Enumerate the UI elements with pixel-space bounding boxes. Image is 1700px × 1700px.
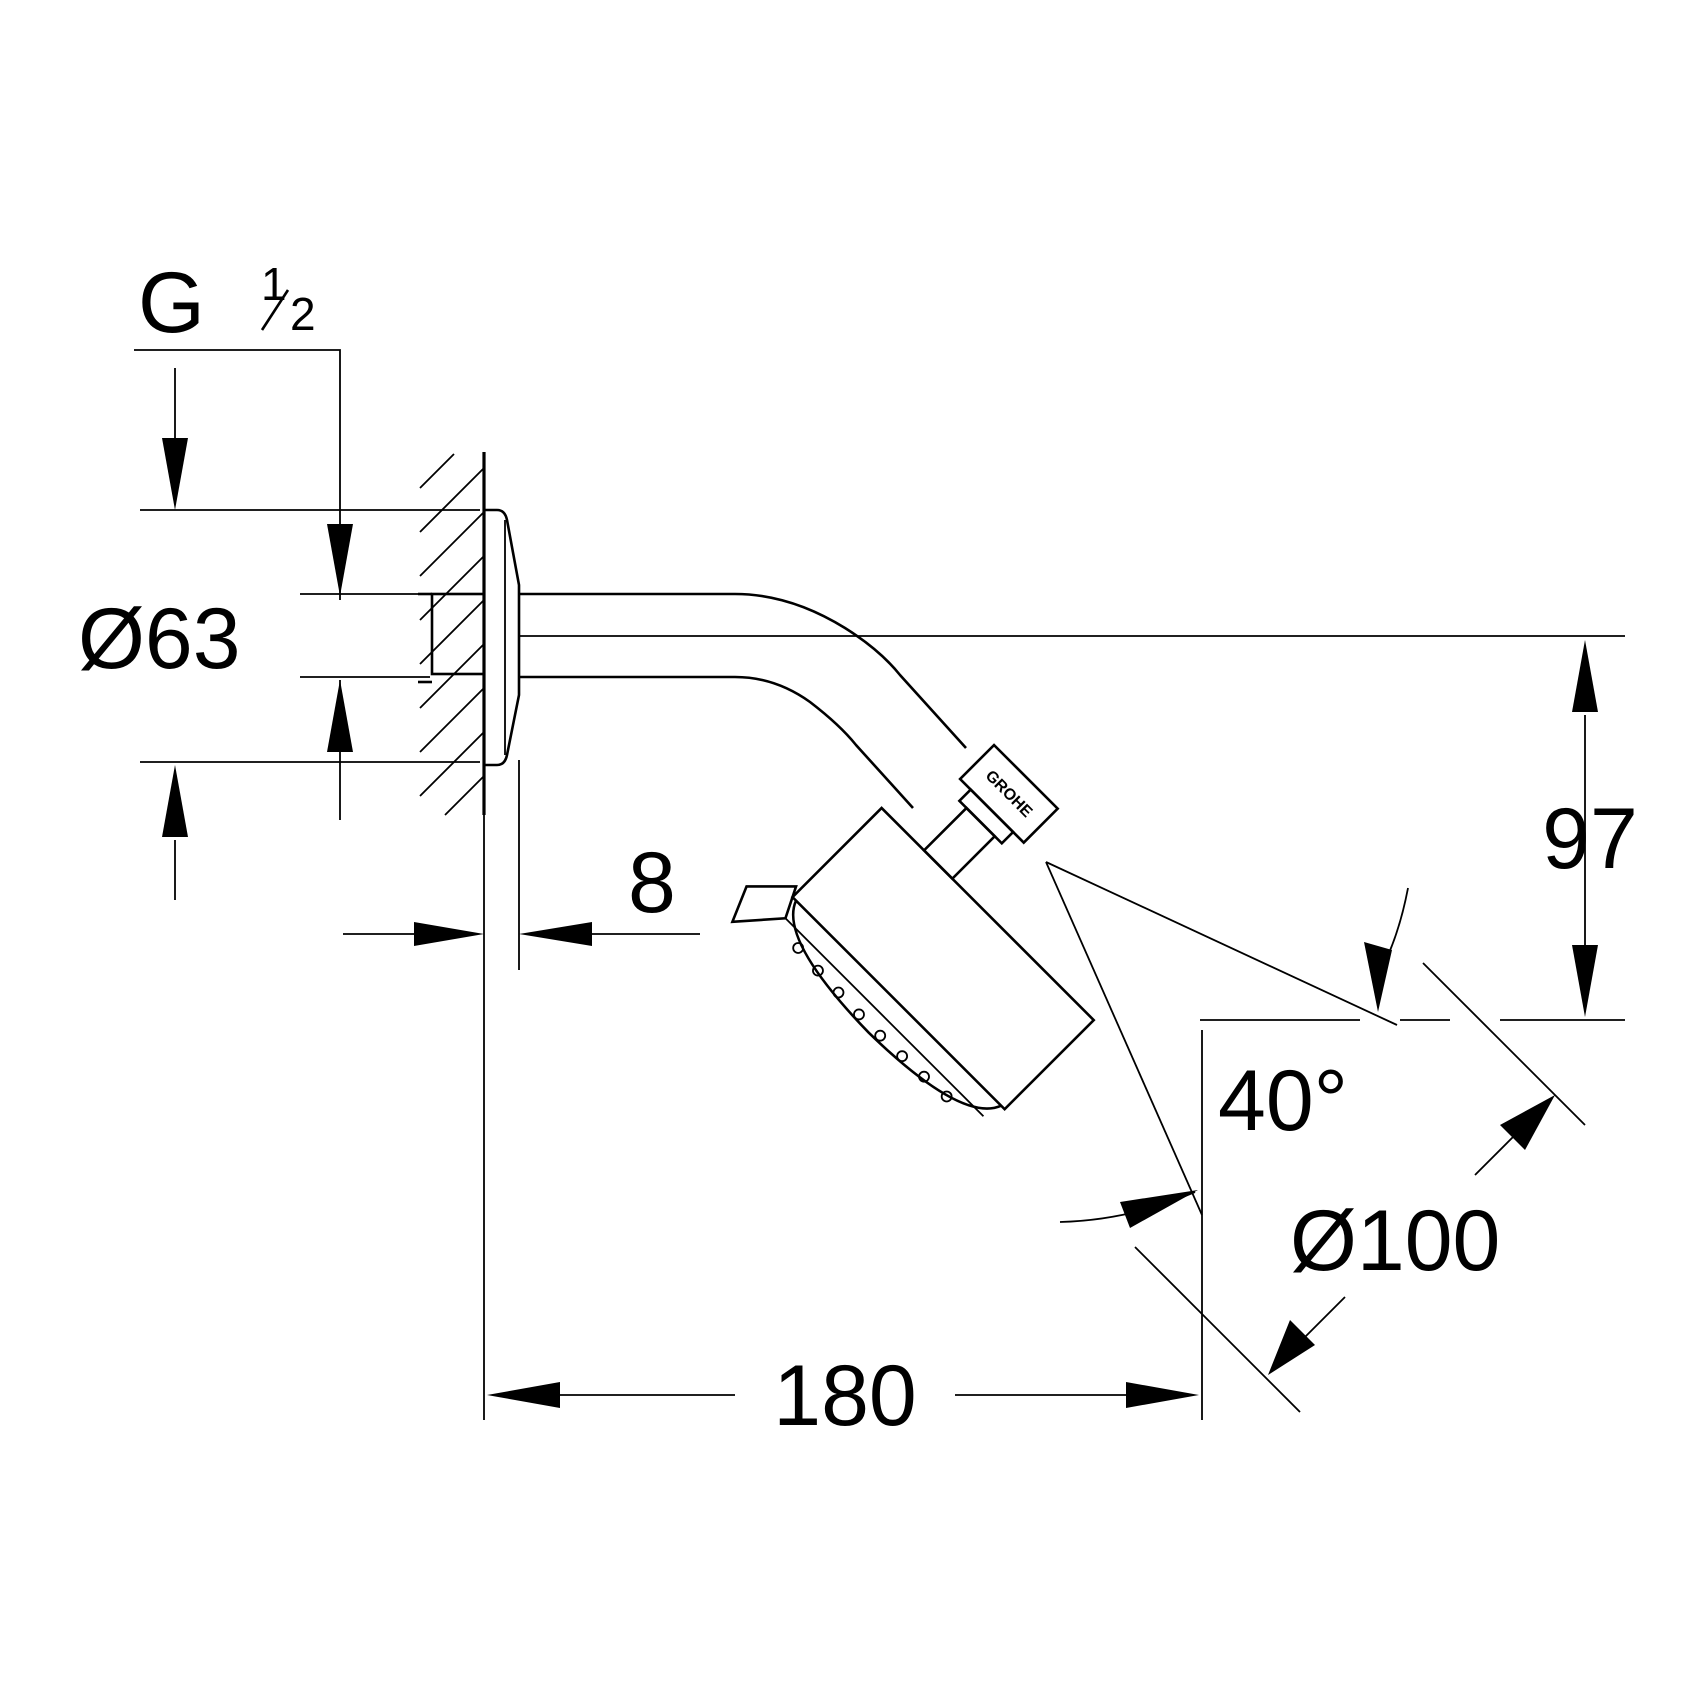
- dim-thread: G 1 2: [134, 255, 353, 600]
- thread-denominator: 2: [290, 288, 316, 340]
- thread-nipple: [418, 592, 486, 684]
- flange-thickness-label: 8: [628, 835, 676, 931]
- brand-logo: GROHE: [982, 767, 1036, 821]
- wall-hatching: [419, 453, 485, 816]
- dim-flange-thickness: 8: [343, 760, 700, 970]
- head-diameter-label: Ø100: [1290, 1193, 1500, 1289]
- dim-head-diameter: Ø100: [1134, 962, 1586, 1413]
- shower-head: GROHE: [730, 743, 1096, 1117]
- wall: [419, 452, 486, 816]
- projection-label: 180: [773, 1348, 917, 1444]
- dim-drop: 97: [1542, 640, 1638, 1017]
- flange-diameter-label: Ø63: [78, 591, 241, 687]
- thread-prefix: G: [138, 255, 205, 351]
- shower-arm: [519, 592, 1625, 809]
- thread-numerator: 1: [261, 258, 287, 310]
- angle-label: 40°: [1218, 1053, 1348, 1149]
- dim-angle: 40°: [1059, 887, 1409, 1228]
- head-body: [790, 806, 1096, 1112]
- spray-lever: [730, 885, 798, 924]
- nozzles: [792, 942, 953, 1103]
- drop-label: 97: [1542, 791, 1638, 887]
- wall-flange: [484, 508, 521, 767]
- dim-flange-diameter: Ø63: [78, 509, 480, 900]
- angle-construction: [1045, 861, 1625, 1216]
- dim-projection: 180: [483, 815, 1203, 1444]
